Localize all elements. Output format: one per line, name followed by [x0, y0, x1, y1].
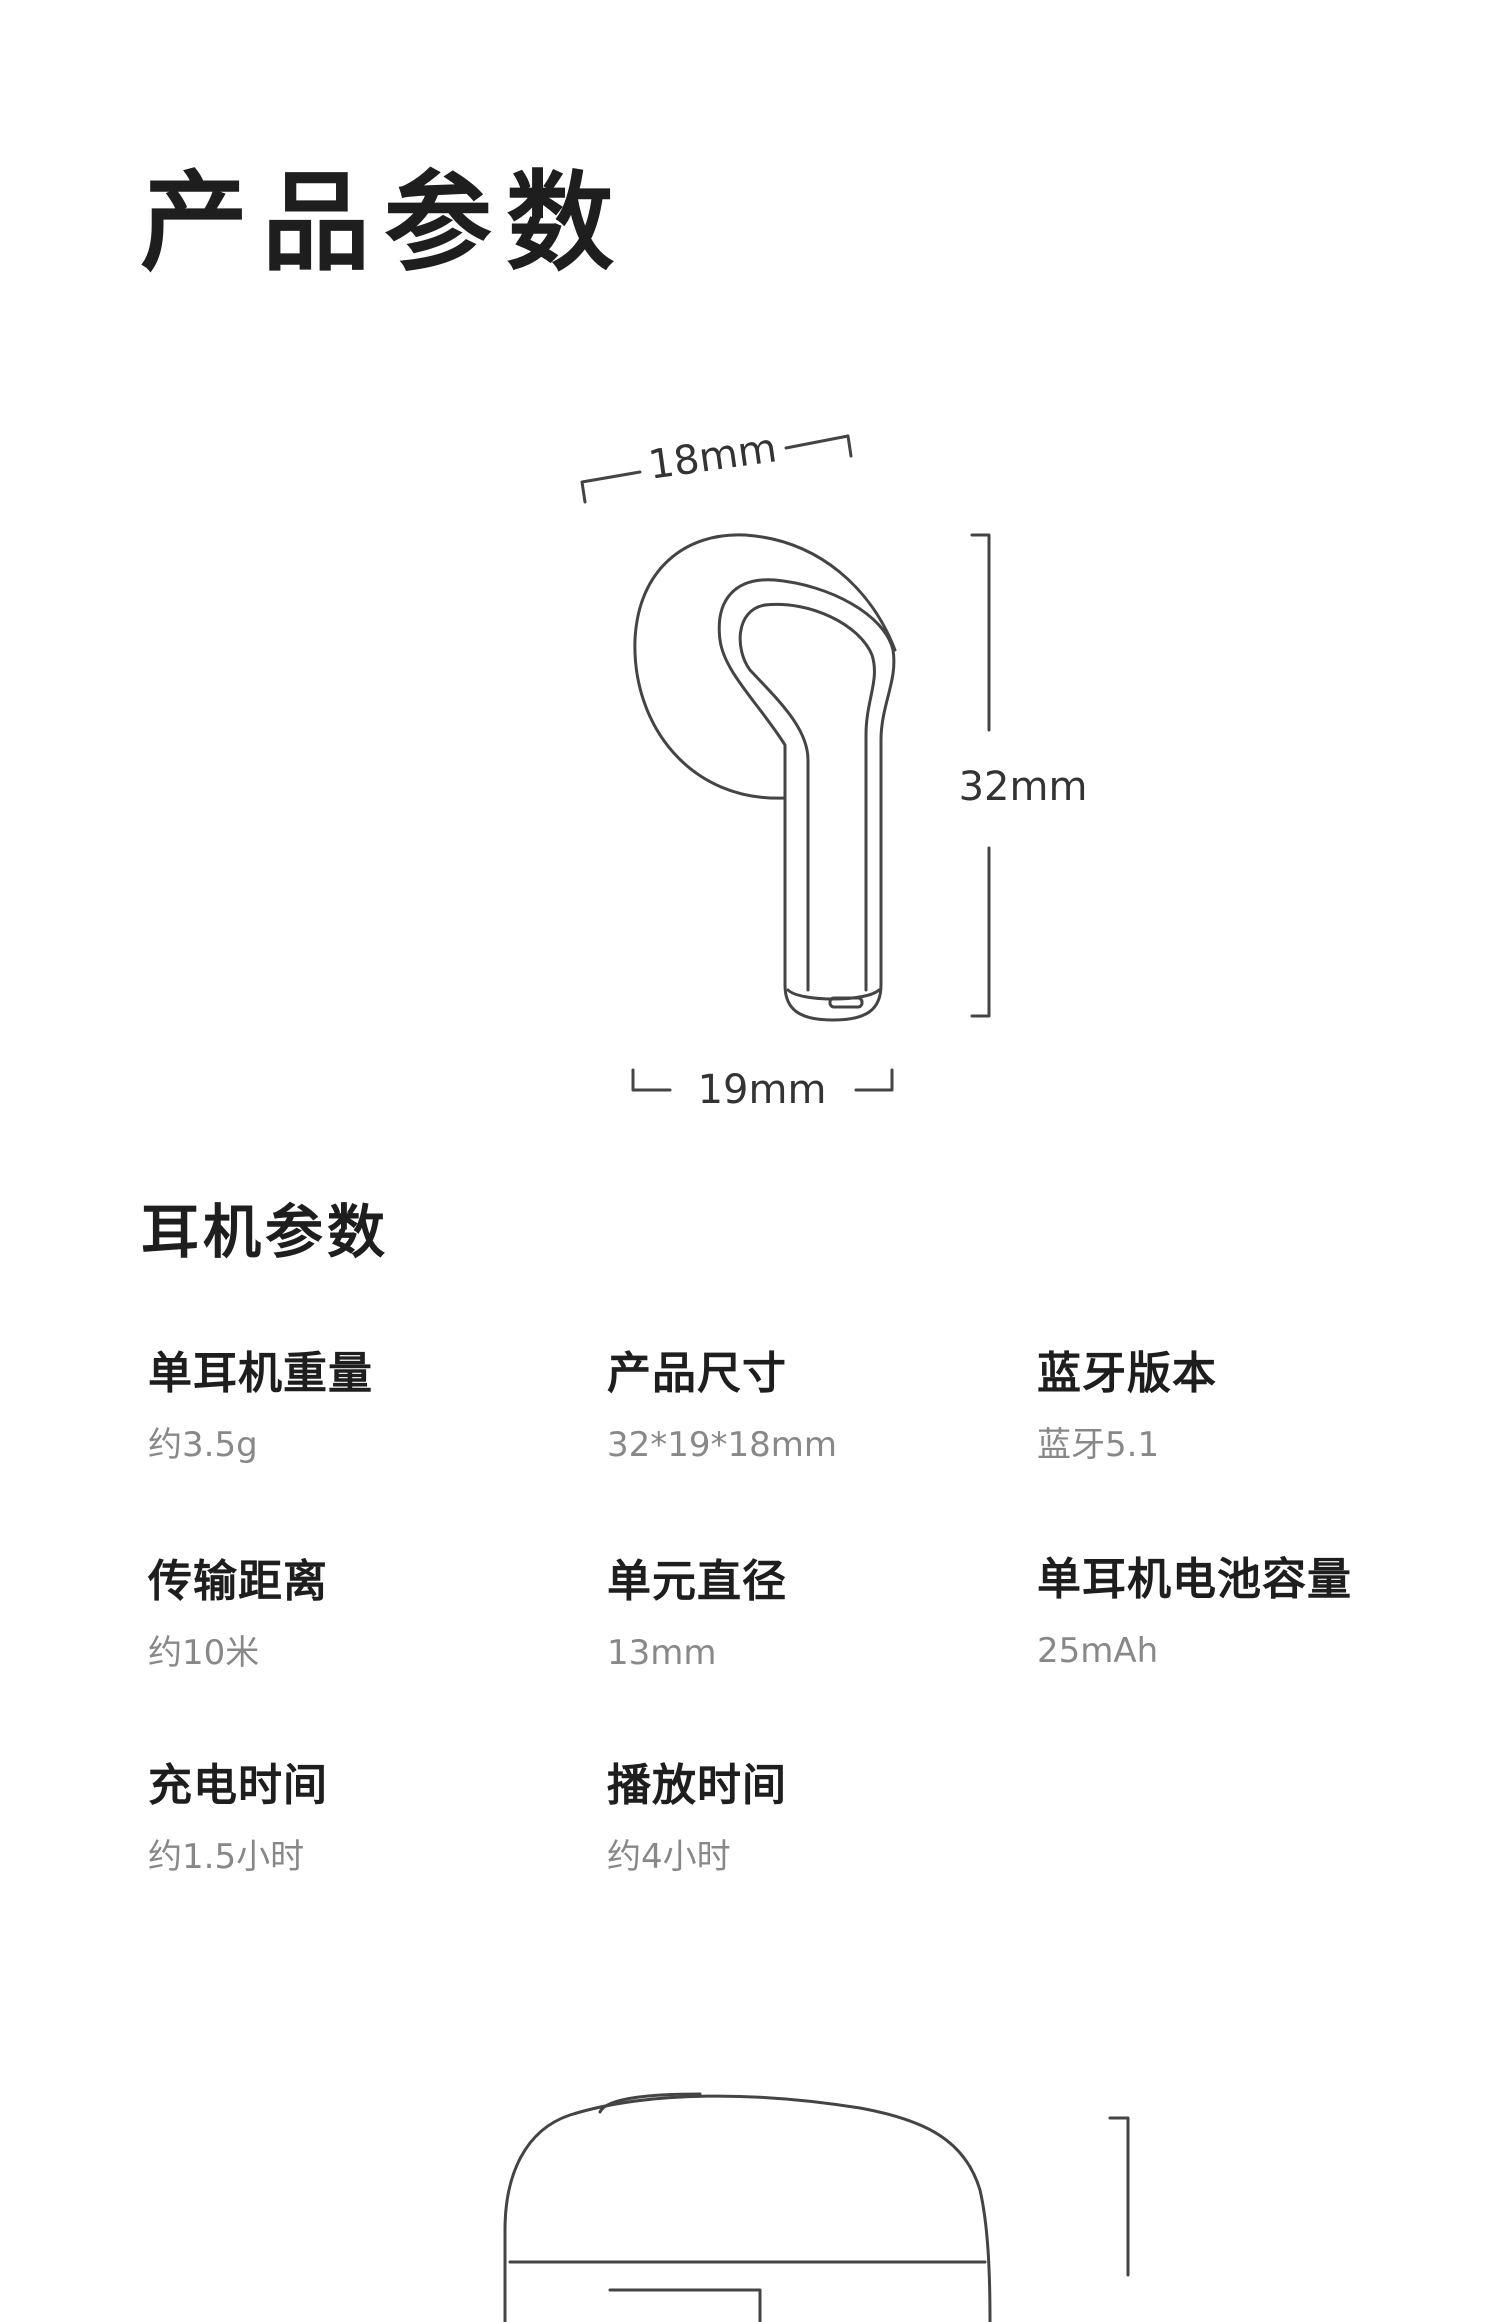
right-dimension-label: 32mm — [959, 764, 1088, 810]
spec-range: 传输距离 约10米 — [148, 1556, 578, 1673]
spec-label: 传输距离 — [148, 1556, 328, 1607]
spec-value: 约1.5小时 — [148, 1837, 305, 1877]
spec-label: 播放时间 — [607, 1760, 787, 1811]
spec-label: 单元直径 — [607, 1556, 787, 1607]
spec-value: 蓝牙5.1 — [1037, 1425, 1160, 1465]
spec-value: 约3.5g — [148, 1425, 258, 1465]
spec-value: 32*19*18mm — [607, 1425, 838, 1465]
section-title: 耳机参数 — [141, 1198, 390, 1266]
top-dimension-bracket — [580, 434, 853, 504]
spec-value: 约4小时 — [607, 1837, 731, 1877]
spec-value: 25mAh — [1037, 1631, 1159, 1671]
spec-label: 单耳机重量 — [148, 1348, 373, 1399]
spec-label: 蓝牙版本 — [1037, 1348, 1217, 1399]
earbud-outline — [633, 533, 897, 1022]
spec-bluetooth: 蓝牙版本 蓝牙5.1 — [1037, 1348, 1467, 1465]
right-dimension-bracket — [970, 533, 991, 1018]
bottom-dimension-bracket — [631, 1068, 894, 1092]
page-title: 产品参数 — [140, 161, 629, 286]
spec-label: 单耳机电池容量 — [1037, 1554, 1352, 1605]
spec-label: 产品尺寸 — [607, 1348, 787, 1399]
spec-size: 产品尺寸 32*19*18mm — [607, 1348, 1037, 1465]
top-dimension-label: 18mm — [646, 425, 780, 488]
spec-label: 充电时间 — [148, 1760, 328, 1811]
charging-case-outline — [503, 2092, 1130, 2322]
spec-charge-time: 充电时间 约1.5小时 — [148, 1760, 578, 1877]
spec-value: 约10米 — [148, 1633, 260, 1673]
bottom-dimension-label: 19mm — [698, 1067, 827, 1113]
spec-weight: 单耳机重量 约3.5g — [148, 1348, 578, 1465]
spec-battery: 单耳机电池容量 25mAh — [1037, 1554, 1467, 1671]
spec-play-time: 播放时间 约4小时 — [607, 1760, 1037, 1877]
spec-value: 13mm — [607, 1633, 717, 1673]
spec-driver: 单元直径 13mm — [607, 1556, 1037, 1673]
